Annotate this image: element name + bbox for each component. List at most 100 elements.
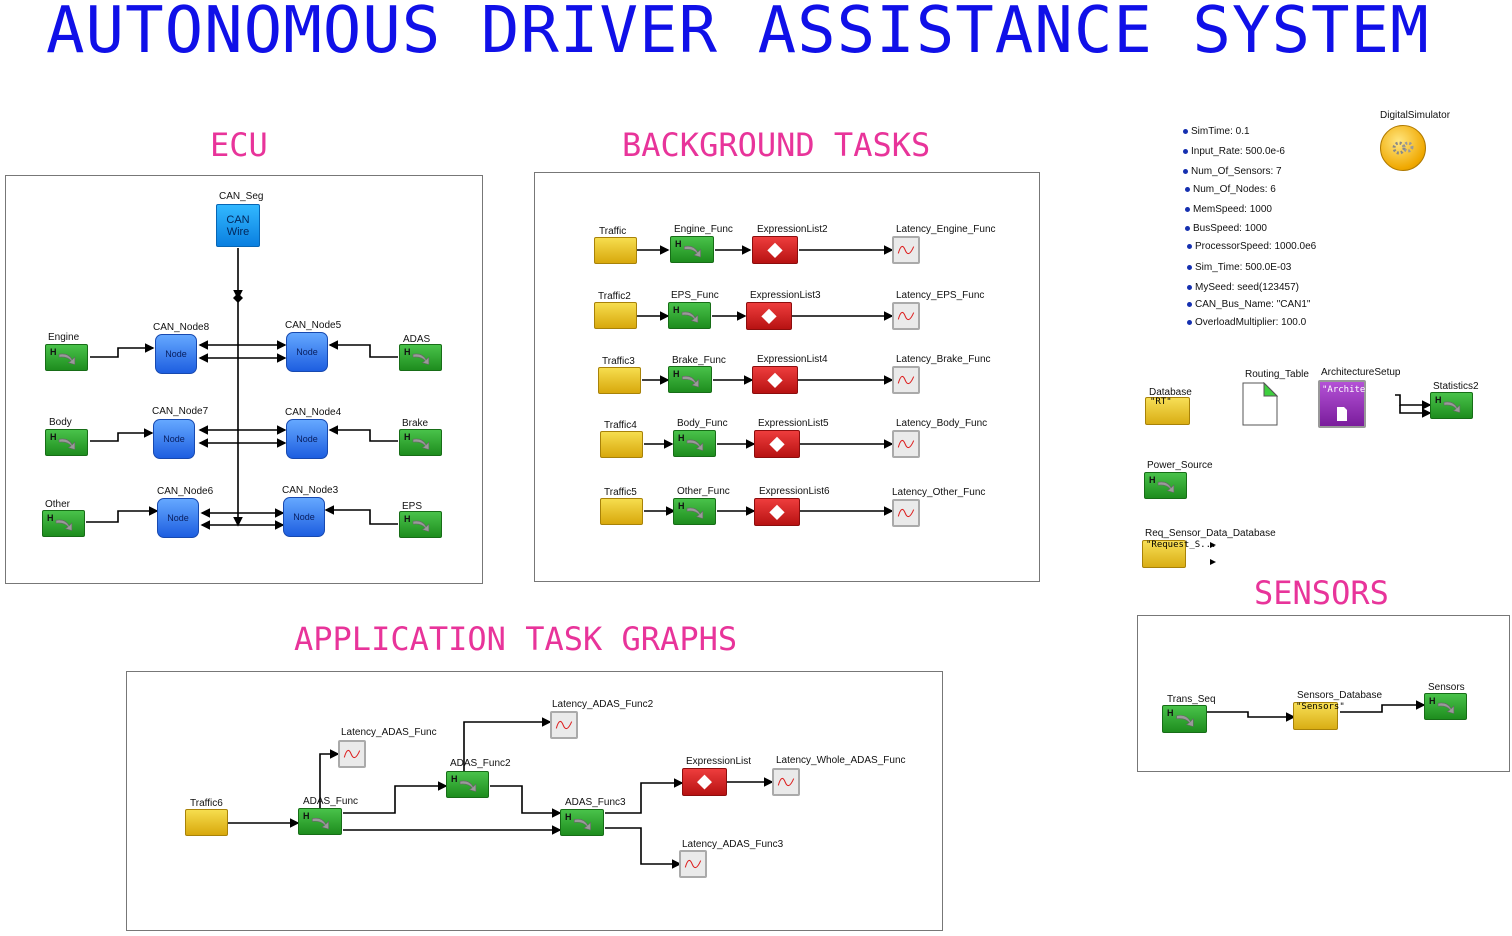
latency-brake-func-monitor[interactable] xyxy=(892,366,920,394)
other-block[interactable]: H xyxy=(42,510,85,537)
param-overloadmultiplier[interactable]: OverloadMultiplier: 100.0 xyxy=(1187,317,1306,328)
expressionlist3-block[interactable] xyxy=(746,302,792,330)
section-title-application-task-graphs: APPLICATION TASK GRAPHS xyxy=(294,620,738,658)
latency-other-func-monitor[interactable] xyxy=(892,499,920,527)
waveform-icon xyxy=(777,777,795,787)
can-node6-block[interactable]: Node xyxy=(157,498,199,538)
h-icon: H xyxy=(50,347,57,357)
brake-func-block[interactable]: H xyxy=(668,366,712,393)
digital-simulator-gear-icon[interactable] xyxy=(1380,125,1426,171)
engine-func-block[interactable]: H xyxy=(670,236,714,263)
node-text: Node xyxy=(165,349,187,359)
can-node3-block[interactable]: Node xyxy=(283,497,325,537)
database-value: "RT" xyxy=(1150,397,1172,407)
waveform-icon xyxy=(897,508,915,518)
power-source-block[interactable]: H xyxy=(1144,472,1187,499)
statistics2-block[interactable]: H xyxy=(1430,392,1473,419)
database-block[interactable]: "RT" xyxy=(1145,397,1190,425)
param-num-of-sensors[interactable]: Num_Of_Sensors: 7 xyxy=(1183,166,1282,177)
traffic-block[interactable] xyxy=(594,237,637,264)
body-func-label: Body_Func xyxy=(677,418,728,429)
latency-eps-func-monitor[interactable] xyxy=(892,302,920,330)
h-icon: H xyxy=(675,239,682,249)
task-arrow-icon xyxy=(1443,401,1461,413)
other-label: Other xyxy=(45,499,71,510)
param-input-rate[interactable]: Input_Rate: 500.0e-6 xyxy=(1183,146,1285,157)
h-icon: H xyxy=(565,812,572,822)
sensors-database-block[interactable]: "Sensors" xyxy=(1293,702,1345,730)
latency-body-func-label: Latency_Body_Func xyxy=(896,418,988,429)
waveform-icon xyxy=(897,311,915,321)
task-arrow-icon xyxy=(686,439,704,451)
latency-adas-func-monitor[interactable] xyxy=(338,740,366,768)
expressionlist5-block[interactable] xyxy=(754,430,800,458)
can-node5-label: CAN_Node5 xyxy=(285,320,342,331)
can-node5-block[interactable]: Node xyxy=(286,332,328,372)
adas-func-block[interactable]: H xyxy=(298,808,342,835)
power-source-label: Power_Source xyxy=(1147,460,1213,471)
trans-seq-block[interactable]: H xyxy=(1162,705,1207,733)
architecture-setup-block[interactable]: "Architectu.. xyxy=(1318,380,1392,428)
param-num-of-nodes[interactable]: Num_Of_Nodes: 6 xyxy=(1185,184,1276,195)
brake-block[interactable]: H xyxy=(399,429,442,456)
port-arrows-icon xyxy=(1210,542,1216,565)
adas-func3-label: ADAS_Func3 xyxy=(565,797,626,808)
param-sim-time[interactable]: Sim_Time: 500.0E-03 xyxy=(1187,262,1291,273)
engine-block[interactable]: H xyxy=(45,344,88,371)
req-sensor-data-database-block[interactable]: "Request_S... xyxy=(1142,540,1216,568)
sensors-block[interactable]: H xyxy=(1424,693,1467,720)
can-node8-block[interactable]: Node xyxy=(155,334,197,374)
brake-func-label: Brake_Func xyxy=(672,355,726,366)
param-myseed[interactable]: MySeed: seed(123457) xyxy=(1187,282,1299,293)
can-node8-label: CAN_Node8 xyxy=(153,322,210,333)
task-arrow-icon xyxy=(312,817,329,830)
traffic6-label: Traffic6 xyxy=(190,798,223,809)
adas-func2-block[interactable]: H xyxy=(446,771,489,798)
traffic3-block[interactable] xyxy=(598,367,641,394)
adas-label: ADAS xyxy=(403,334,431,345)
node-text: Node xyxy=(167,513,189,523)
eps-block[interactable]: H xyxy=(399,511,442,538)
param-busspeed[interactable]: BusSpeed: 1000 xyxy=(1185,223,1267,234)
h-icon: H xyxy=(673,369,680,379)
eps-func-block[interactable]: H xyxy=(668,302,711,329)
eps-label: EPS xyxy=(402,501,423,512)
adas-func3-block[interactable]: H xyxy=(560,809,604,836)
req-sensor-data-database-label: Req_Sensor_Data_Database xyxy=(1145,528,1276,539)
expressionlist4-block[interactable] xyxy=(752,366,798,394)
body-block[interactable]: H xyxy=(45,429,88,456)
can-node7-block[interactable]: Node xyxy=(153,419,195,459)
body-func-block[interactable]: H xyxy=(673,430,716,457)
latency-adas-func3-monitor[interactable] xyxy=(679,850,707,878)
traffic6-block[interactable] xyxy=(185,809,228,836)
architecture-setup-label: ArchitectureSetup xyxy=(1321,367,1401,378)
expressionlist6-block[interactable] xyxy=(754,498,800,526)
param-can-bus-name[interactable]: CAN_Bus_Name: "CAN1" xyxy=(1187,299,1310,310)
traffic2-block[interactable] xyxy=(594,302,637,329)
other-func-label: Other_Func xyxy=(677,486,730,497)
expressionlist6-label: ExpressionList6 xyxy=(759,486,830,497)
traffic5-block[interactable] xyxy=(600,498,643,525)
latency-engine-func-monitor[interactable] xyxy=(892,236,920,264)
can-node4-block[interactable]: Node xyxy=(286,419,328,459)
traffic4-label: Traffic4 xyxy=(604,420,637,431)
page-title: AUTONOMOUS DRIVER ASSISTANCE SYSTEM xyxy=(46,0,1430,68)
latency-adas-func-label: Latency_ADAS_Func xyxy=(341,727,437,738)
expressionlist-label: ExpressionList xyxy=(686,756,752,767)
routing-table-document-icon[interactable] xyxy=(1242,382,1278,426)
latency-body-func-monitor[interactable] xyxy=(892,430,920,458)
other-func-block[interactable]: H xyxy=(673,498,716,525)
expressionlist2-block[interactable] xyxy=(752,236,798,264)
can-wire-block[interactable]: CAN Wire xyxy=(216,204,260,247)
latency-adas-func2-monitor[interactable] xyxy=(550,711,578,739)
param-memspeed[interactable]: MemSpeed: 1000 xyxy=(1185,204,1272,215)
database-label: Database xyxy=(1149,387,1192,398)
param-processorspeed[interactable]: ProcessorSpeed: 1000.0e6 xyxy=(1187,241,1316,252)
adas-block[interactable]: H xyxy=(399,344,442,371)
h-icon: H xyxy=(404,347,411,357)
latency-whole-adas-func-monitor[interactable] xyxy=(772,768,800,796)
expressionlist-block[interactable] xyxy=(682,768,727,796)
param-simtime[interactable]: SimTime: 0.1 xyxy=(1183,126,1250,137)
expressionlist3-label: ExpressionList3 xyxy=(750,290,821,301)
traffic4-block[interactable] xyxy=(600,431,643,458)
